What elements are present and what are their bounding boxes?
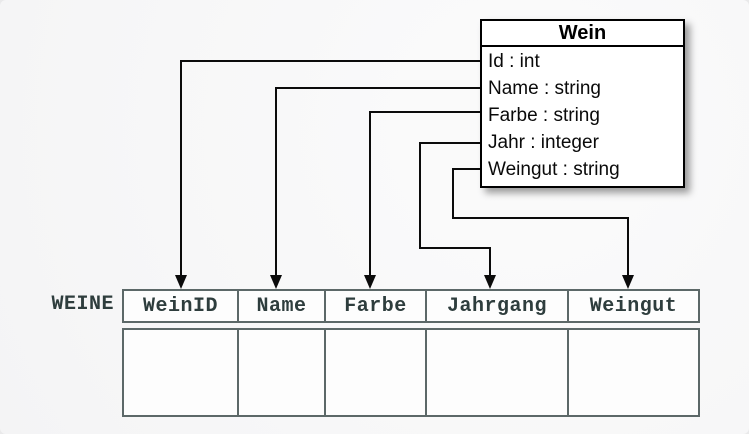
column-header-farbe: Farbe [326, 291, 427, 321]
arrowhead-icon [364, 275, 376, 289]
column-header-name: Name [239, 291, 326, 321]
class-title: Wein [482, 21, 683, 47]
arrow-weingut-to-weingut [452, 168, 634, 289]
class-attribute-name: Name : string [488, 78, 601, 99]
table-cell-empty [124, 330, 239, 415]
class-attribute-farbe: Farbe : string [488, 105, 600, 126]
table-header-row: WeinID Name Farbe Jahrgang Weingut [122, 289, 700, 323]
class-attribute-list: Id : int Name : string Farbe : string Ja… [482, 47, 683, 186]
arrowhead-icon [270, 275, 282, 289]
table-empty-row [122, 328, 700, 417]
arrowhead-icon [175, 275, 187, 289]
table-cell-empty [427, 330, 569, 415]
arrow-name-to-name [270, 87, 482, 289]
column-header-jahrgang: Jahrgang [427, 291, 569, 321]
arrowhead-icon [622, 275, 634, 289]
table-cell-empty [239, 330, 326, 415]
class-attribute-weingut: Weingut : string [488, 159, 620, 180]
uml-class-wein: Wein Id : int Name : string Farbe : stri… [480, 19, 685, 188]
table-cell-empty [326, 330, 427, 415]
arrowhead-icon [484, 275, 496, 289]
class-attribute-jahr: Jahr : integer [488, 132, 599, 153]
arrow-id-to-weinid [175, 60, 482, 289]
column-header-weinid: WeinID [124, 291, 239, 321]
table-cell-empty [569, 330, 698, 415]
class-attribute-id: Id : int [488, 51, 540, 72]
table-name-label: WEINE [51, 293, 114, 316]
column-header-weingut: Weingut [569, 291, 698, 321]
arrow-jahr-to-jahrgang [419, 142, 496, 289]
arrow-farbe-to-farbe [364, 111, 482, 289]
